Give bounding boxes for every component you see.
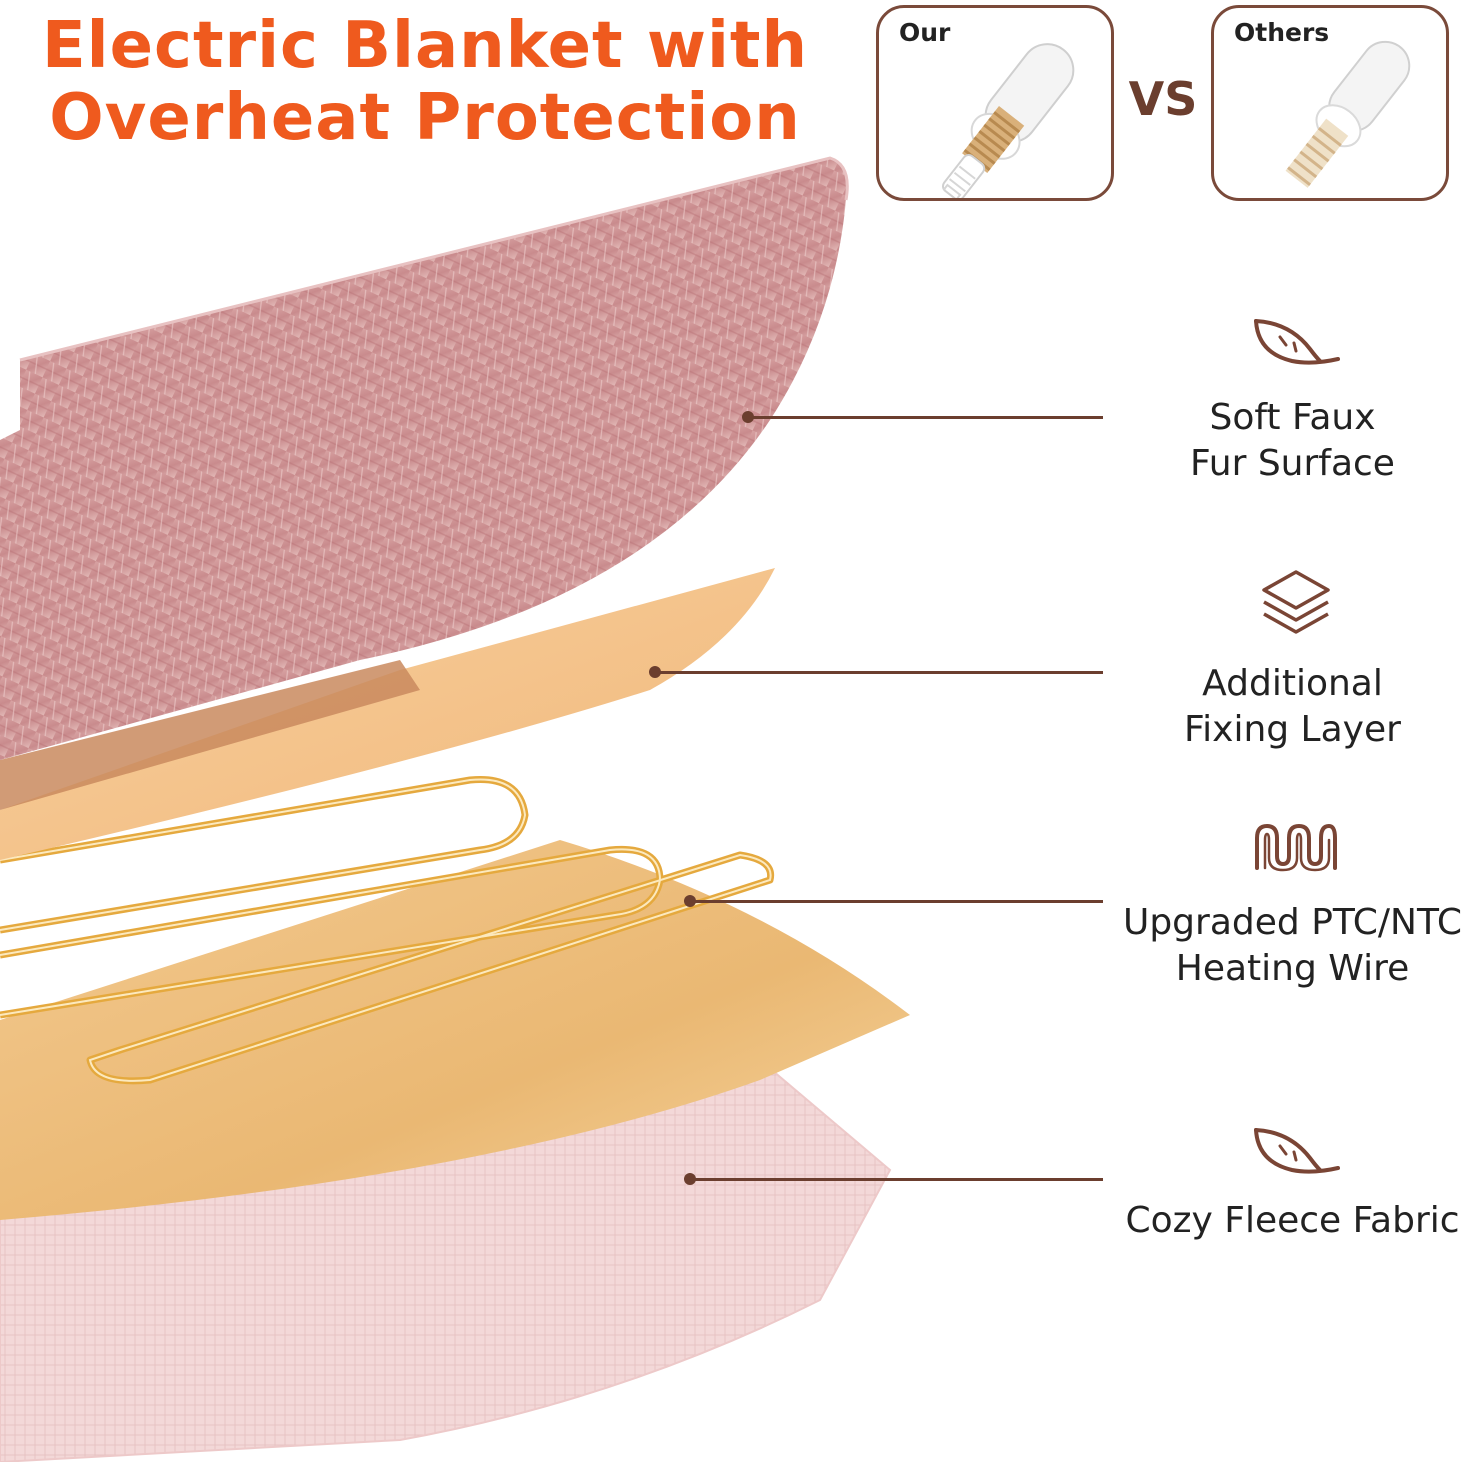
ours-wire-image xyxy=(942,43,1075,198)
leader-line-fleece xyxy=(690,1178,1103,1181)
title-line-2: Overheat Protection xyxy=(49,81,801,155)
feature-cozy-fleece-fabric: Cozy Fleece Fabric xyxy=(1110,1198,1475,1244)
feature-soft-faux-fur: Soft Faux Fur Surface xyxy=(1110,395,1475,487)
leader-line-wire xyxy=(690,900,1103,903)
heating-coil-icon xyxy=(1255,823,1337,872)
blanket-layers-illustration xyxy=(0,156,910,1462)
heating-wire-layer xyxy=(0,840,910,1220)
feature-3-line-2: Heating Wire xyxy=(1175,948,1410,989)
fixing-layer xyxy=(0,568,775,860)
comparison-others-card: Others xyxy=(1211,5,1449,201)
feature-1-line-2: Fur Surface xyxy=(1190,443,1395,484)
leader-dot-fleece xyxy=(684,1173,696,1185)
layers-icon xyxy=(1262,570,1330,634)
title-line-1: Electric Blanket with xyxy=(41,9,809,83)
leaf-icon xyxy=(1254,1128,1340,1174)
leader-dot-wire xyxy=(684,895,696,907)
others-label: Others xyxy=(1234,18,1330,47)
leader-dot-fur xyxy=(742,411,754,423)
others-wire-image xyxy=(1285,40,1411,188)
feature-2-line-2: Fixing Layer xyxy=(1184,709,1401,750)
feature-additional-fixing-layer: Additional Fixing Layer xyxy=(1110,661,1475,753)
ours-label: Our xyxy=(899,18,951,47)
feature-2-line-1: Additional xyxy=(1202,663,1383,704)
leader-dot-fixing xyxy=(649,666,661,678)
leaf-icon xyxy=(1254,319,1340,365)
feature-heating-wire: Upgraded PTC/NTC Heating Wire xyxy=(1110,900,1475,992)
page-title: Electric Blanket with Overheat Protectio… xyxy=(40,10,810,154)
feature-4-line-1: Cozy Fleece Fabric xyxy=(1125,1200,1460,1241)
feature-1-line-1: Soft Faux xyxy=(1209,397,1376,438)
vs-label: VS xyxy=(1128,72,1198,126)
feature-3-line-1: Upgraded PTC/NTC xyxy=(1122,902,1462,943)
leader-line-fur xyxy=(748,416,1103,419)
comparison-ours-card: Our xyxy=(876,5,1114,201)
leader-line-fixing xyxy=(655,671,1103,674)
fur-layer xyxy=(0,158,848,760)
